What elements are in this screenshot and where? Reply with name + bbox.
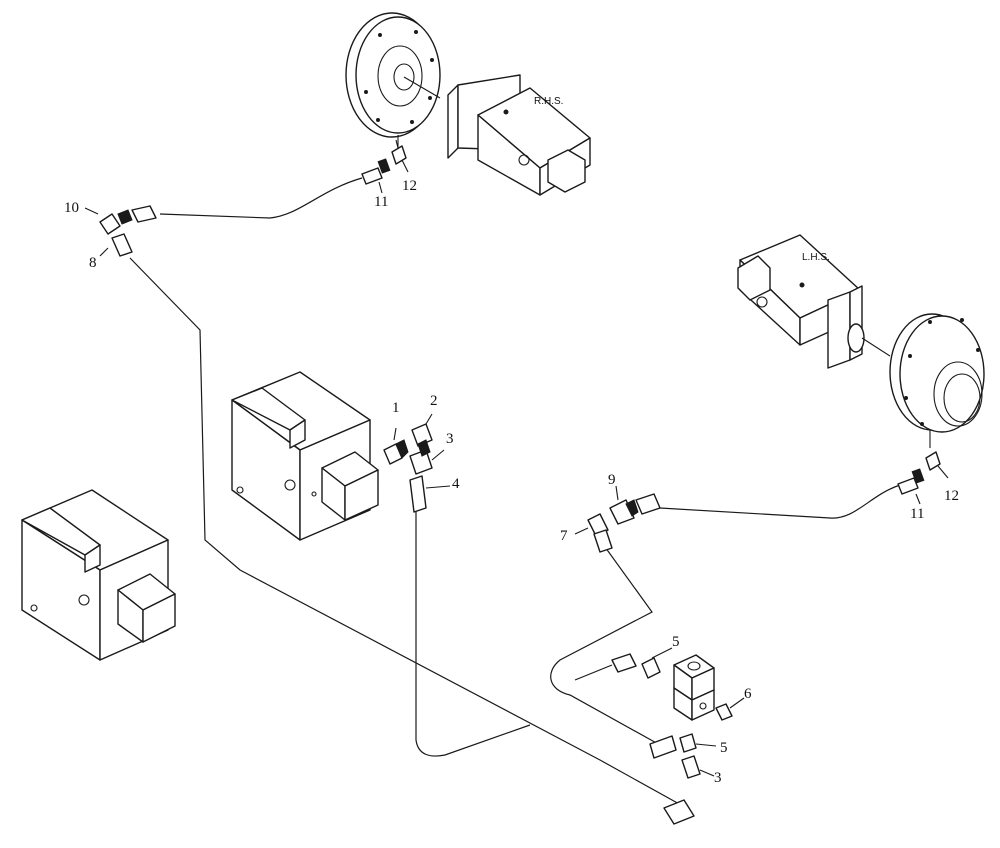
label-rhs: R.H.S. bbox=[534, 96, 563, 107]
hose-8-to-3-bottom bbox=[129, 257, 691, 811]
callout-8: 8 bbox=[89, 255, 97, 271]
hose-lhs-to-9 bbox=[659, 484, 901, 519]
callout-2: 2 bbox=[430, 393, 438, 409]
callout-1: 1 bbox=[392, 400, 400, 416]
fitting-12-lhs bbox=[925, 451, 941, 471]
fitting-11-lhs bbox=[897, 477, 919, 495]
hoses bbox=[129, 177, 901, 811]
lhs-gearbox: L.H.S. bbox=[737, 234, 891, 369]
callout-7: 7 bbox=[560, 528, 568, 544]
center-block bbox=[231, 371, 379, 541]
hose-7-to-5 bbox=[550, 539, 661, 746]
callout-12-lhs: 12 bbox=[944, 488, 959, 504]
fitting-12-rhs bbox=[391, 145, 407, 165]
fitting-6 bbox=[715, 703, 733, 721]
lhs-brake-disc bbox=[889, 313, 985, 448]
fitting-8 bbox=[111, 233, 133, 257]
fitting-3-lower bbox=[681, 755, 701, 779]
callout-6: 6 bbox=[744, 686, 752, 702]
fitting-10 bbox=[99, 213, 121, 235]
fittings-7-9: 7 9 bbox=[560, 472, 661, 553]
callout-11-rhs: 11 bbox=[374, 194, 388, 210]
center-fittings: 1 2 3 4 bbox=[383, 393, 460, 513]
callout-12-rhs: 12 bbox=[402, 178, 417, 194]
rhs-gearbox: R.H.S. bbox=[447, 74, 591, 196]
fitting-11-rhs bbox=[361, 167, 383, 185]
callout-11-lhs: 11 bbox=[910, 506, 924, 522]
callout-3-center: 3 bbox=[446, 431, 454, 447]
hose-5-left bbox=[574, 664, 613, 681]
callout-10: 10 bbox=[64, 200, 79, 216]
label-lhs: L.H.S. bbox=[802, 252, 830, 263]
callout-4: 4 bbox=[452, 476, 460, 492]
callout-5-upper: 5 bbox=[672, 634, 680, 650]
lhs-fittings: 11 12 bbox=[897, 451, 959, 522]
rhs-brake-disc bbox=[345, 12, 441, 148]
callout-3-lower: 3 bbox=[714, 770, 722, 786]
hose-4-down bbox=[415, 510, 531, 757]
rhs-fittings: 11 12 bbox=[361, 139, 417, 210]
left-block bbox=[21, 489, 176, 661]
fitting-4 bbox=[409, 475, 427, 513]
callout-9: 9 bbox=[608, 472, 616, 488]
callout-5-lower: 5 bbox=[720, 740, 728, 756]
valve-assembly: 5 6 5 3 bbox=[611, 634, 752, 825]
fitting-5-upper bbox=[641, 657, 661, 679]
hose-rhs-to-10 bbox=[159, 177, 363, 219]
fitting-2 bbox=[411, 423, 433, 447]
fittings-10-8: 10 8 bbox=[64, 200, 157, 271]
fitting-5-lower bbox=[679, 733, 697, 753]
